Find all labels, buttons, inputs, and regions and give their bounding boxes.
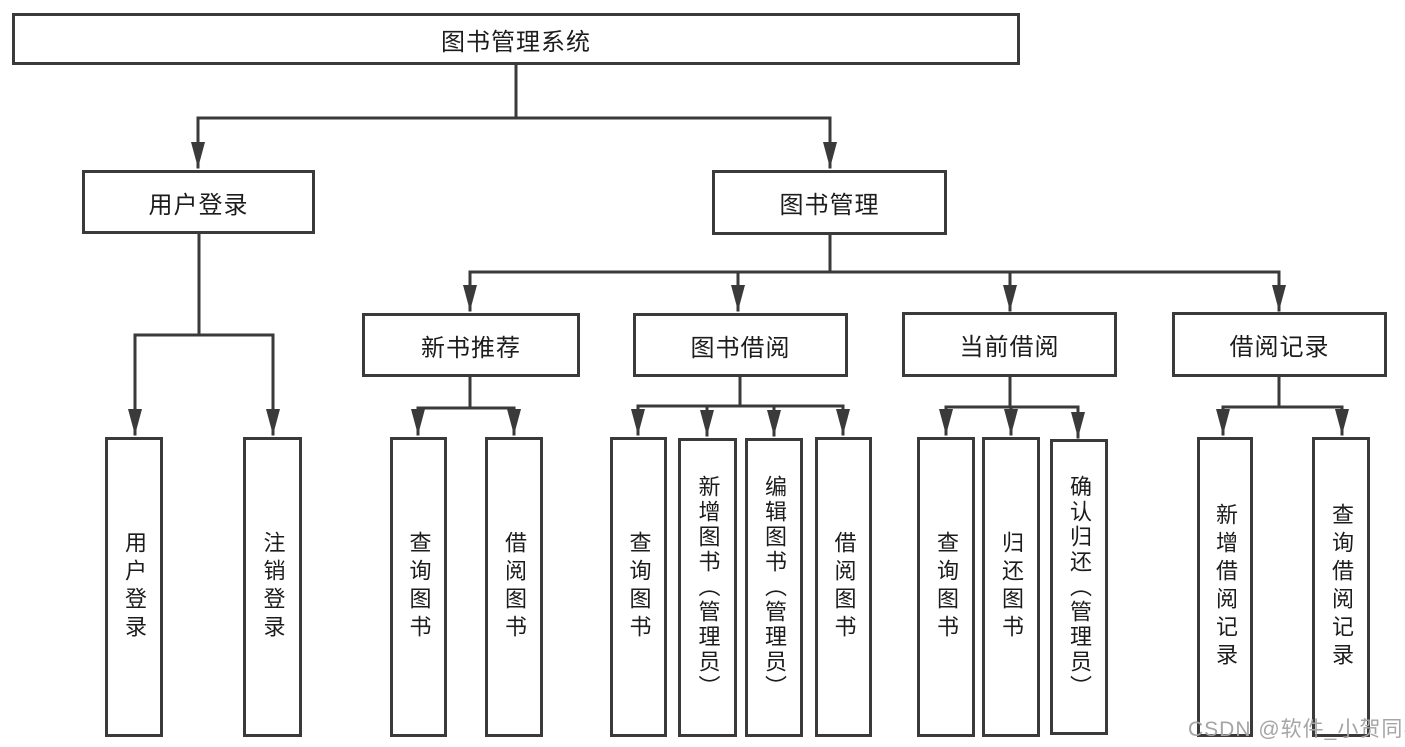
- leaf-add-borrow-record: 新增借阅记录: [1197, 437, 1253, 737]
- leaf-query-books-borrow: 查询图书: [610, 437, 667, 737]
- leaf-edit-books-admin: 编辑图书（管理员）: [745, 438, 803, 737]
- leaf-confirm-return-admin: 确认归还（管理员）: [1050, 439, 1108, 735]
- leaf-add-books-admin: 新增图书（管理员）: [678, 438, 737, 737]
- csdn-watermark: CSDN @软件_小贺同学: [1188, 718, 1405, 741]
- leaf-return-books: 归还图书: [982, 437, 1040, 737]
- node-borrowing-records: 借阅记录: [1172, 312, 1387, 377]
- node-book-management: 图书管理: [712, 170, 947, 235]
- node-current-borrowing: 当前借阅: [902, 312, 1117, 377]
- node-new-book-recommend: 新书推荐: [362, 313, 580, 377]
- node-user-login: 用户登录: [82, 170, 315, 234]
- leaf-borrow-books-recommend: 借阅图书: [485, 437, 543, 737]
- node-book-borrowing: 图书借阅: [633, 313, 848, 377]
- leaf-query-borrow-record: 查询借阅记录: [1312, 437, 1370, 737]
- node-library-system: 图书管理系统: [12, 13, 1020, 65]
- leaf-query-books-recommend: 查询图书: [390, 437, 447, 737]
- leaf-user-login: 用户登录: [105, 437, 163, 737]
- leaf-borrow-books: 借阅图书: [815, 437, 872, 737]
- leaf-logout: 注销登录: [243, 437, 302, 737]
- leaf-query-books-current: 查询图书: [917, 437, 975, 737]
